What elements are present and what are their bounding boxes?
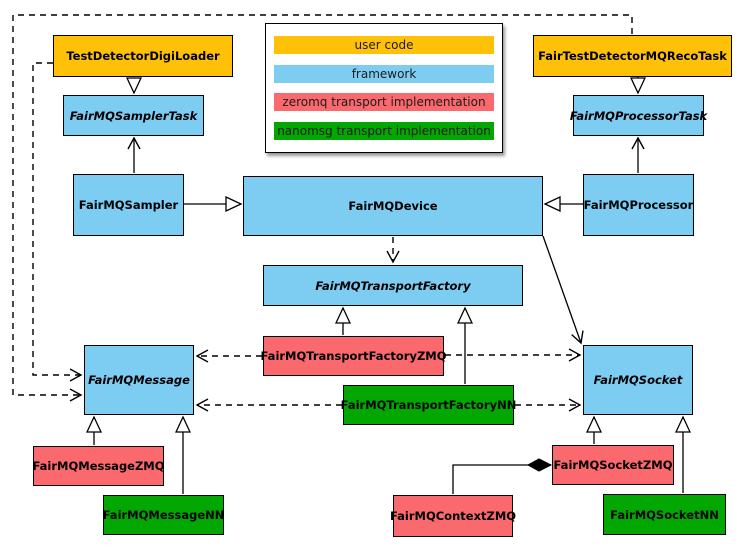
class-box-fairmqcontextzmq: FairMQContextZMQ — [390, 495, 516, 537]
class-box-fairmqsocket: FairMQSocket — [583, 345, 693, 415]
class-box-fairmqtransportfactory: FairMQTransportFactory — [263, 265, 523, 306]
class-box-fairmqsocketnn: FairMQSocketNN — [603, 494, 726, 535]
class-box-fairtestdetectormqrecotask: FairTestDetectorMQRecoTask — [533, 35, 732, 77]
edge-contextzmq-socketzmq — [452, 465, 551, 494]
class-box-testdetectordigiloader: TestDetectorDigiLoader — [53, 35, 233, 77]
class-box-fairmqprocessortask: FairMQProcessorTask — [570, 95, 707, 136]
legend-item-framework: framework — [274, 64, 494, 83]
class-box-fairmqtransportfactorynn: FairMQTransportFactoryNN — [341, 385, 516, 425]
class-box-fairmqmessagezmq: FairMQMessageZMQ — [32, 446, 165, 486]
class-box-fairmqtransportfactoryzmq: FairMQTransportFactoryZMQ — [261, 336, 447, 376]
legend-item-nanomsg: nanomsg transport implementation — [274, 121, 494, 140]
edge-recotask-message — [12, 14, 633, 402]
class-box-fairmqmessage: FairMQMessage — [84, 345, 194, 415]
legend-item-user-code: user code — [274, 36, 494, 54]
edge-digiloader-message — [32, 62, 83, 382]
class-box-fairmqdevice: FairMQDevice — [243, 176, 543, 236]
class-box-fairmqsocketzmq: FairMQSocketZMQ — [552, 445, 674, 485]
legend-item-zeromq: zeromq transport implementation — [274, 93, 494, 112]
edge-device-socket — [542, 235, 584, 345]
class-box-fairmqsampler: FairMQSampler — [73, 174, 184, 236]
class-box-fairmqprocessor: FairMQProcessor — [583, 174, 694, 236]
legend: user code framework zeromq transport imp… — [265, 23, 503, 153]
class-box-fairmqsamplertask: FairMQSamplerTask — [63, 95, 204, 136]
class-box-fairmqmessagenn: FairMQMessageNN — [103, 495, 224, 535]
